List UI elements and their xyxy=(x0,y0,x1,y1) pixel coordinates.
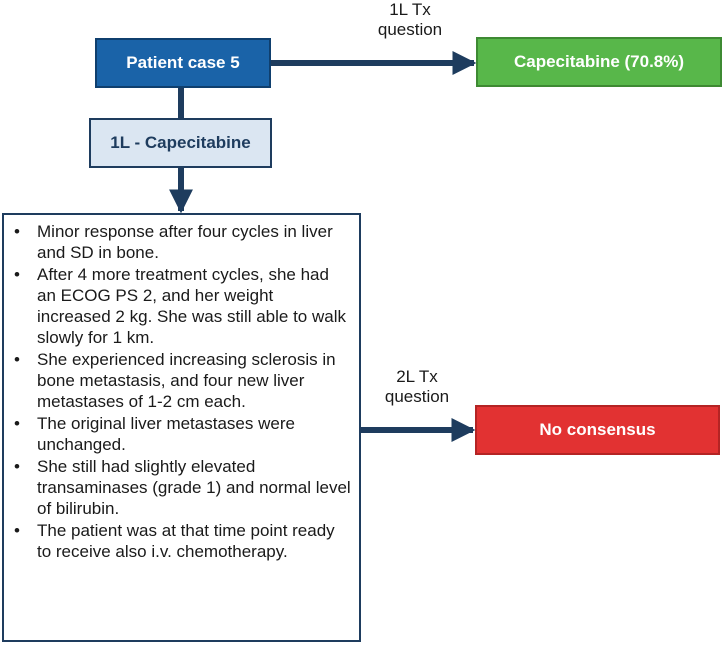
case-detail-item: • She still had slightly elevated transa… xyxy=(4,456,351,519)
case-detail-text: The patient was at that time point ready… xyxy=(37,521,335,561)
case-detail-item: • Minor response after four cycles in li… xyxy=(4,221,351,263)
first-line-question-line2: question xyxy=(377,20,443,39)
case-detail-item: • She experienced increasing sclerosis i… xyxy=(4,349,351,412)
bullet: • xyxy=(14,457,20,476)
second-line-answer-label: No consensus xyxy=(539,420,656,439)
first-line-treatment-box: 1L - Capecitabine xyxy=(89,118,272,168)
first-line-question-label: 1L Tx question xyxy=(365,0,455,40)
second-line-answer-box: No consensus xyxy=(475,405,720,455)
second-line-question-line2: question xyxy=(384,387,450,406)
case-detail-text: She still had slightly elevated transami… xyxy=(37,457,351,518)
second-line-question-label: 2L Tx question xyxy=(372,367,462,407)
bullet: • xyxy=(14,521,20,540)
patient-case-box: Patient case 5 xyxy=(95,38,271,88)
case-detail-text: The original liver metastases were uncha… xyxy=(37,414,295,454)
case-detail-text: She experienced increasing sclerosis in … xyxy=(37,350,336,411)
case-details-box: • Minor response after four cycles in li… xyxy=(2,213,361,642)
first-line-answer-label: Capecitabine (70.8%) xyxy=(513,52,685,71)
bullet: • xyxy=(14,265,20,284)
bullet: • xyxy=(14,222,20,241)
first-line-answer-box: Capecitabine (70.8%) xyxy=(476,37,722,87)
patient-case-label: Patient case 5 xyxy=(126,53,240,72)
case-detail-text: Minor response after four cycles in live… xyxy=(37,222,333,262)
bullet: • xyxy=(14,414,20,433)
bullet: • xyxy=(14,350,20,369)
second-line-question-line1: 2L Tx xyxy=(396,367,438,386)
case-detail-item: • After 4 more treatment cycles, she had… xyxy=(4,264,351,348)
case-detail-item: • The original liver metastases were unc… xyxy=(4,413,351,455)
first-line-question-line1: 1L Tx xyxy=(389,0,431,19)
case-details-list: • Minor response after four cycles in li… xyxy=(4,215,359,562)
case-detail-item: • The patient was at that time point rea… xyxy=(4,520,351,562)
case-detail-text: After 4 more treatment cycles, she had a… xyxy=(37,265,346,347)
first-line-treatment-label: 1L - Capecitabine xyxy=(110,133,251,152)
